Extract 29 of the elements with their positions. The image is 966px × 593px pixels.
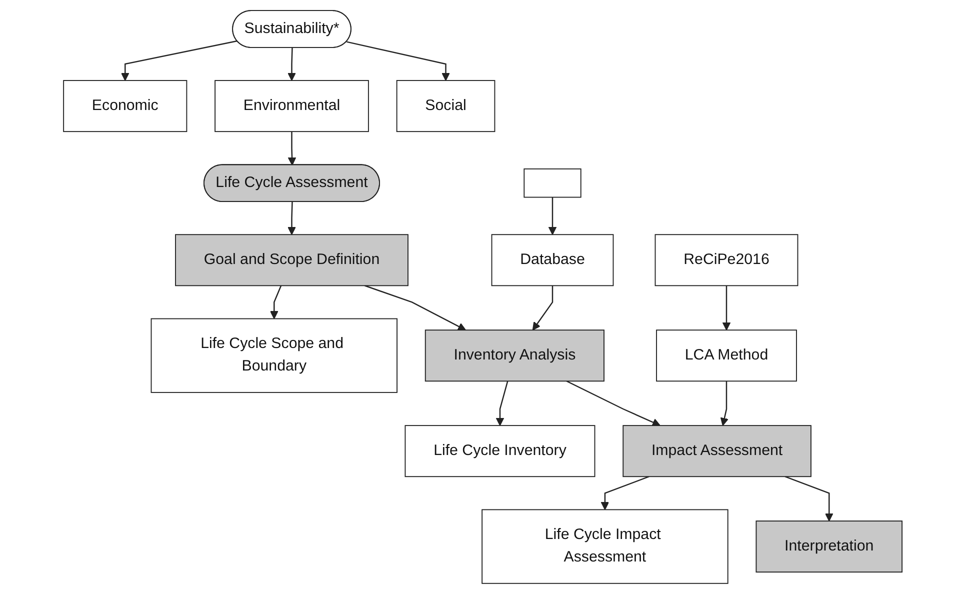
node-box: Interpretation: [756, 520, 903, 572]
arrow: [270, 284, 282, 319]
node-box: Environmental: [214, 80, 370, 132]
node-box: Goal and Scope Definition: [175, 234, 409, 286]
node-box: Inventory Analysis: [425, 329, 605, 382]
node-box: ReCiPe2016: [654, 234, 798, 286]
node-box: Impact Assessment: [622, 424, 812, 477]
node-box: Social: [396, 80, 496, 132]
arrow: [121, 40, 238, 80]
arrow: [364, 284, 466, 330]
arrow: [720, 380, 729, 426]
node-box: [524, 168, 582, 198]
node-box: LCA Method: [656, 329, 798, 382]
node-box: Life Cycle Scope and Boundary: [150, 318, 398, 392]
arrow: [496, 380, 508, 426]
arrow: [548, 196, 557, 234]
arrow: [722, 285, 731, 330]
arrow: [288, 47, 296, 80]
node-box: Life Cycle Impact Assessment: [482, 508, 728, 584]
arrow: [566, 380, 661, 426]
arrow: [288, 201, 296, 234]
node-box: Economic: [63, 80, 188, 132]
arrow: [532, 285, 554, 330]
node-box: Database: [491, 234, 614, 286]
arrow: [785, 476, 834, 521]
arrow: [288, 131, 296, 165]
arrow: [346, 40, 450, 80]
arrow: [600, 476, 650, 510]
node-box: Life Cycle Inventory: [404, 424, 596, 477]
